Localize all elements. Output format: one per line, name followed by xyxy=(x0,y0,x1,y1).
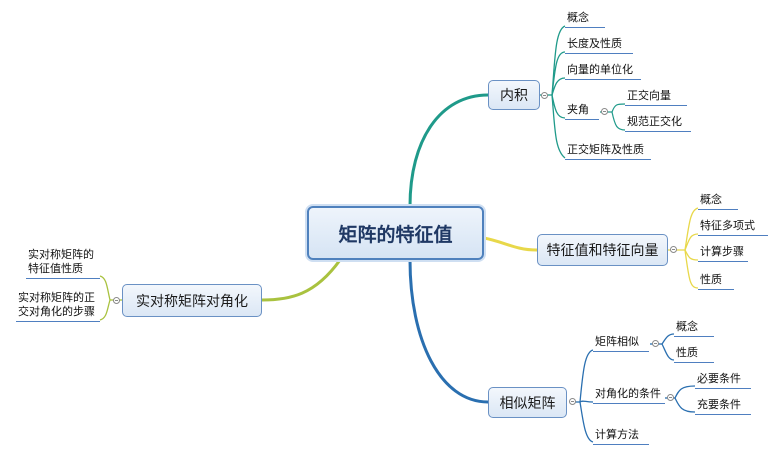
angle-child-orthonormal-label: 规范正交化 xyxy=(627,115,682,128)
root-topic-label: 矩阵的特征值 xyxy=(338,223,453,246)
similar-item-conditions-label: 对角化的条件 xyxy=(595,387,661,400)
root-topic[interactable]: 矩阵的特征值 xyxy=(307,206,484,260)
topic-eigen-label: 特征值和特征向量 xyxy=(546,243,659,259)
branch-line-symmetric xyxy=(261,259,342,302)
branch-line-similar xyxy=(408,259,489,404)
eigen-item-properties-label: 性质 xyxy=(700,273,722,286)
inner-item-orthogonal-matrix[interactable]: 正交矩阵及性质 xyxy=(565,143,651,160)
eigen-item-steps[interactable]: 计算步骤 xyxy=(698,245,748,262)
collapse-inner-icon[interactable] xyxy=(541,92,548,99)
similar-item-method[interactable]: 计算方法 xyxy=(593,428,649,445)
collapse-similarity-icon[interactable] xyxy=(652,340,659,347)
eigen-item-polynomial[interactable]: 特征多项式 xyxy=(698,219,768,236)
collapse-angle-icon[interactable] xyxy=(601,108,608,115)
angle-child-orthogonal[interactable]: 正交向量 xyxy=(625,89,687,106)
similarity-child-properties-label: 性质 xyxy=(676,346,698,359)
collapse-conditions-icon[interactable] xyxy=(667,394,674,401)
collapse-similar-icon[interactable] xyxy=(569,398,576,405)
similarity-child-properties[interactable]: 性质 xyxy=(674,346,714,363)
inner-item-normalize[interactable]: 向量的单位化 xyxy=(565,63,641,80)
inner-item-length-label: 长度及性质 xyxy=(567,37,622,50)
inner-item-angle-label: 夹角 xyxy=(567,103,589,116)
inner-item-concept-label: 概念 xyxy=(567,11,589,24)
symmetric-item-eigen-properties-label: 实对称矩阵的特征值性质 xyxy=(28,248,94,275)
eigen-item-steps-label: 计算步骤 xyxy=(700,245,744,258)
similar-item-similarity-label: 矩阵相似 xyxy=(595,335,639,348)
topic-symmetric-label: 实对称矩阵对角化 xyxy=(136,293,248,310)
branch-line-eigen xyxy=(483,236,538,252)
topic-eigen[interactable]: 特征值和特征向量 xyxy=(537,234,668,266)
collapse-symmetric-icon[interactable] xyxy=(113,297,120,304)
symmetric-item-orthogonal-steps-label: 实对称矩阵的正交对角化的步骤 xyxy=(18,291,95,318)
symmetric-item-eigen-properties[interactable]: 实对称矩阵的特征值性质 xyxy=(26,248,100,279)
topic-inner-product[interactable]: 内积 xyxy=(488,80,540,110)
similarity-child-concept[interactable]: 概念 xyxy=(674,320,714,337)
eigen-item-concept[interactable]: 概念 xyxy=(698,193,738,210)
conditions-child-sufficient-label: 充要条件 xyxy=(697,398,741,411)
topic-similar[interactable]: 相似矩阵 xyxy=(488,387,567,418)
topic-symmetric-diagonalization[interactable]: 实对称矩阵对角化 xyxy=(122,284,262,317)
similar-item-similarity[interactable]: 矩阵相似 xyxy=(593,335,649,352)
similar-item-method-label: 计算方法 xyxy=(595,428,639,441)
collapse-eigen-icon[interactable] xyxy=(670,246,677,253)
symmetric-item-orthogonal-steps[interactable]: 实对称矩阵的正交对角化的步骤 xyxy=(16,291,100,322)
eigen-item-polynomial-label: 特征多项式 xyxy=(700,219,755,232)
inner-item-normalize-label: 向量的单位化 xyxy=(567,63,633,76)
inner-item-concept[interactable]: 概念 xyxy=(565,11,605,28)
conditions-child-necessary[interactable]: 必要条件 xyxy=(695,372,751,389)
eigen-item-properties[interactable]: 性质 xyxy=(698,273,734,290)
conditions-child-necessary-label: 必要条件 xyxy=(697,372,741,385)
eigen-item-concept-label: 概念 xyxy=(700,193,722,206)
inner-item-length[interactable]: 长度及性质 xyxy=(565,37,633,54)
conditions-child-sufficient[interactable]: 充要条件 xyxy=(695,398,751,415)
angle-child-orthogonal-label: 正交向量 xyxy=(627,89,671,102)
topic-similar-label: 相似矩阵 xyxy=(499,395,556,412)
angle-child-orthonormal[interactable]: 规范正交化 xyxy=(625,115,691,132)
similar-item-conditions[interactable]: 对角化的条件 xyxy=(593,387,665,404)
similarity-child-concept-label: 概念 xyxy=(676,320,698,333)
inner-item-orthogonal-matrix-label: 正交矩阵及性质 xyxy=(567,143,644,156)
inner-item-angle[interactable]: 夹角 xyxy=(565,103,599,120)
branch-line-inner xyxy=(408,93,489,207)
topic-inner-product-label: 内积 xyxy=(500,88,528,104)
